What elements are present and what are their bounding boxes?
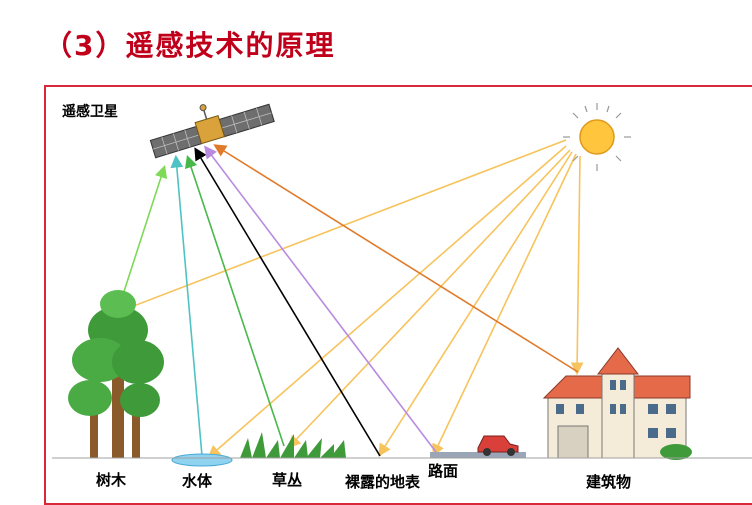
page-title: （3）遥感技术的原理 <box>44 29 336 62</box>
road-reflection-arrow <box>204 145 437 453</box>
label-satellite: 遥感卫星 <box>62 103 118 120</box>
water-reflection-arrow <box>170 154 203 457</box>
label-road: 路面 <box>428 462 458 480</box>
building-icon <box>542 347 692 460</box>
label-water: 水体 <box>182 472 213 490</box>
tree-icon <box>68 290 164 458</box>
road-icon <box>430 452 526 458</box>
tree-reflection-arrow <box>117 164 168 311</box>
satellite-icon <box>149 103 275 159</box>
label-grass: 草丛 <box>272 471 302 489</box>
sun-icon <box>563 103 631 171</box>
grass-reflection-arrow <box>184 154 285 447</box>
water-icon <box>171 453 233 467</box>
grass-icon <box>240 432 346 458</box>
label-building: 建筑物 <box>586 473 631 491</box>
label-tree: 树木 <box>96 471 127 489</box>
label-bare-ground: 裸露的地表 <box>345 473 421 491</box>
car-icon <box>477 435 519 456</box>
bare-ground-reflection-arrow <box>194 147 381 457</box>
sun-rays <box>115 139 584 459</box>
building-reflection-arrow <box>213 144 579 373</box>
